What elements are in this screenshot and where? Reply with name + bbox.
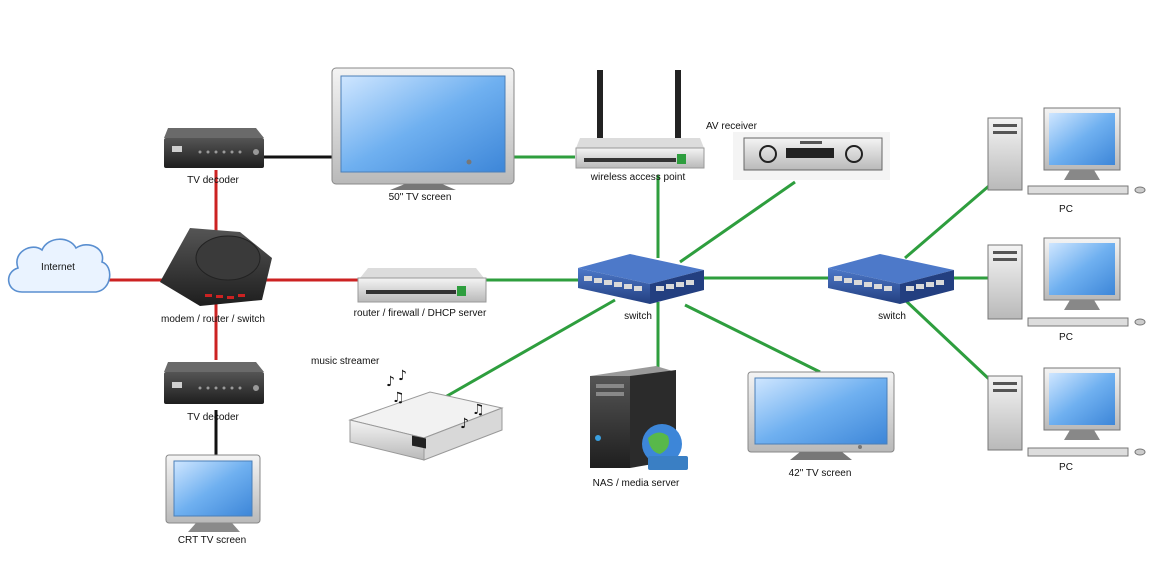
tv-decoder-top-label: TV decoder [187,175,239,186]
music-streamer-label: music streamer [311,356,380,367]
red-links [108,170,360,360]
link-switch-pc1 [904,183,991,260]
link-switch-tv42 [684,303,821,374]
tv-50-icon [331,67,515,190]
green-links [439,155,992,402]
svg-text:♪: ♪ [398,368,407,384]
router-firewall-label: router / firewall / DHCP server [353,308,487,319]
router-firewall-icon [357,268,487,303]
pc-1-icon [987,107,1146,195]
pc-1-label: PC [1059,204,1073,215]
wap-label: wireless access point [590,172,686,183]
pc-3-icon [987,367,1146,457]
svg-text:♪: ♪ [460,416,469,432]
nas-label: NAS / media server [592,478,680,489]
modem-label: modem / router / switch [161,314,265,325]
pc-2-icon [987,237,1146,327]
pc-3-label: PC [1059,462,1073,473]
av-receiver-label: AV receiver [706,121,757,132]
switch-right-label: switch [878,311,906,322]
av-receiver-icon [733,132,890,180]
crt-tv-label: CRT TV screen [177,535,247,546]
svg-text:♪: ♪ [386,374,395,390]
nas-server-icon [590,366,688,470]
link-switch-music [439,298,616,402]
switch-right-icon [828,254,954,304]
tv-50-label: 50" TV screen [388,192,452,203]
internet-cloud-icon [7,238,111,293]
link-switch-pc3 [903,298,992,382]
tv-decoder-top-icon [164,128,264,168]
tv-42-label: 42" TV screen [788,468,852,479]
modem-router-switch-icon [160,228,272,306]
pc-2-label: PC [1059,332,1073,343]
switch-main-icon [578,254,704,304]
svg-text:♫: ♫ [472,402,485,418]
music-streamer-icon: ♪♪♫♪♫ [348,368,504,461]
wireless-access-point-icon [575,70,705,169]
crt-tv-icon [165,454,261,532]
internet-label: Internet [41,262,75,273]
switch-main-label: switch [624,311,652,322]
link-switch-av [679,180,796,264]
tv-decoder-bottom-label: TV decoder [187,412,239,423]
tv-42-icon [747,371,895,460]
black-links [214,155,335,458]
svg-text:♫: ♫ [392,390,405,406]
tv-decoder-bottom-icon [164,362,264,404]
